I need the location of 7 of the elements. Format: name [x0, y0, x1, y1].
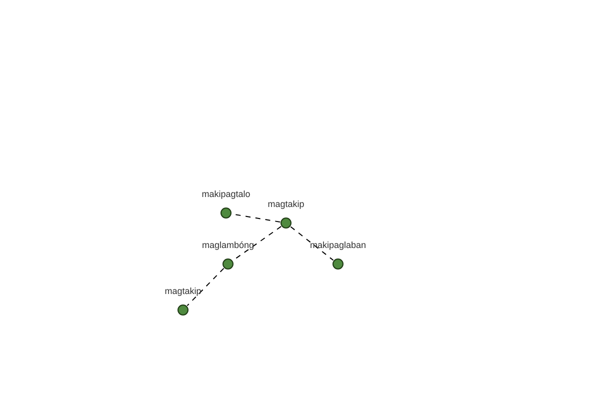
- node-label: magtakip: [266, 199, 306, 210]
- node-label: magtakip: [164, 286, 202, 297]
- node-label: makipagtalo: [200, 189, 252, 200]
- node-label: maglambóng: [200, 240, 256, 251]
- dashed-connector: [186, 268, 224, 306]
- node-label: makipaglaban: [308, 240, 368, 251]
- dashed-connector: [290, 226, 334, 261]
